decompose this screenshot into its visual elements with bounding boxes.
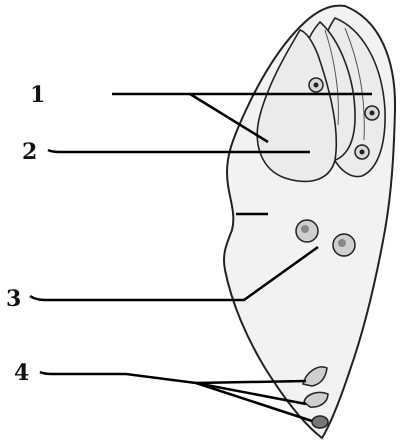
polar-nucleus-2-inner <box>338 239 346 247</box>
label-2: 2 <box>22 139 37 165</box>
synergid-nucleus-1-dot <box>314 83 319 88</box>
label-1: 1 <box>30 82 45 108</box>
polar-nucleus-1-inner <box>301 225 309 233</box>
label-3: 3 <box>6 286 21 312</box>
label-4: 4 <box>14 360 29 386</box>
egg-nucleus-dot <box>360 150 365 155</box>
synergid-nucleus-2-dot <box>370 111 375 116</box>
antipodal-cell-3 <box>312 416 328 428</box>
leader-line-4 <box>40 372 196 383</box>
